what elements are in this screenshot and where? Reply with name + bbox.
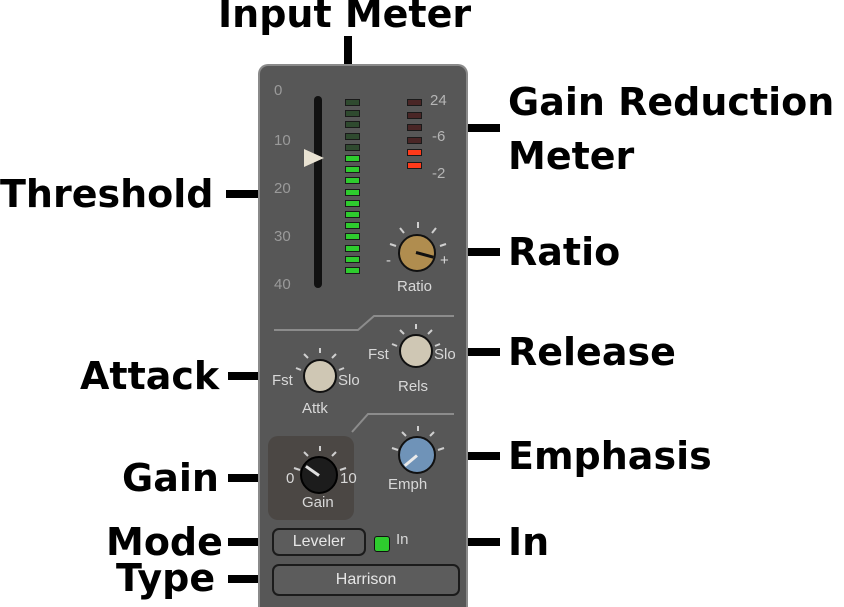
ratio-label: Ratio [397, 278, 433, 295]
section-divider-lower [351, 413, 454, 433]
attack-leader [228, 372, 278, 380]
mode-callout: Mode [106, 520, 223, 564]
gain-callout: Gain [122, 456, 219, 500]
threshold-handle[interactable] [304, 149, 324, 167]
input-meter-segment [345, 133, 360, 140]
input-meter-segment [345, 267, 360, 274]
ratio-knob-ticks [389, 222, 447, 247]
input-meter-segment [345, 256, 360, 263]
ratio-leader [452, 248, 500, 256]
gain-reduction-meter-callout-line2: Meter [508, 134, 635, 178]
in-label: In [396, 531, 409, 548]
ratio-min-label: - [386, 252, 391, 269]
gain-reduction-meter-segment [407, 149, 422, 156]
emphasis-label: Emph [388, 476, 428, 493]
input-meter-segment [345, 121, 360, 128]
emphasis-callout: Emphasis [508, 434, 712, 478]
gain-reduction-meter [406, 99, 424, 179]
gain-label: Gain [302, 494, 334, 511]
gain-reduction-meter-segment [407, 162, 422, 169]
threshold-scale-40: 40 [274, 276, 291, 293]
input-meter-segment [345, 200, 360, 207]
gain-reduction-meter-segment [407, 137, 422, 144]
gain-reduction-meter-segment [407, 124, 422, 131]
attack-min-label: Fst [272, 372, 293, 389]
gr-scale-24: 24 [430, 92, 447, 109]
input-meter-callout: Input Meter [218, 0, 472, 36]
threshold-scale-30: 30 [274, 228, 291, 245]
compressor-panel: 0 10 20 30 40 24 -6 -2 - + Ratio [258, 64, 468, 607]
emphasis-leader [444, 452, 500, 460]
mode-button[interactable]: Leveler [272, 528, 366, 556]
input-meter-leader [344, 36, 352, 82]
type-leader [228, 575, 268, 583]
in-led[interactable] [374, 536, 390, 552]
input-meter-segment [345, 245, 360, 252]
release-leader [462, 348, 500, 356]
input-meter-segment [345, 99, 360, 106]
gain-reduction-meter-segment [407, 112, 422, 119]
in-callout: In [508, 520, 550, 564]
threshold-leader [226, 190, 266, 198]
attack-label: Attk [302, 400, 328, 417]
input-meter-segment [345, 110, 360, 117]
gain-min-label: 0 [286, 470, 295, 487]
emphasis-knob-ticks [391, 426, 445, 451]
mode-leader [228, 538, 268, 546]
gr-scale-6: -6 [432, 128, 446, 145]
release-min-label: Fst [368, 346, 389, 363]
gain-knob-ticks [293, 446, 347, 471]
ratio-max-label: + [440, 252, 449, 269]
threshold-slider[interactable] [314, 96, 322, 288]
input-meter-segment [345, 189, 360, 196]
attack-knob-ticks [295, 348, 345, 371]
threshold-scale-20: 20 [274, 180, 291, 197]
attack-knob[interactable] [303, 359, 337, 393]
input-meter-segment [345, 211, 360, 218]
release-callout: Release [508, 330, 676, 374]
gain-reduction-meter-segment [407, 99, 422, 106]
release-max-label: Slo [434, 346, 456, 363]
gain-reduction-meter-callout: Gain Reduction [508, 80, 835, 124]
input-meter-segment [345, 166, 360, 173]
gr-scale-2: -2 [432, 165, 446, 182]
threshold-callout: Threshold [0, 172, 214, 216]
input-meter-segment [345, 177, 360, 184]
ratio-callout: Ratio [508, 230, 621, 274]
input-meter-segment [345, 222, 360, 229]
input-meter-segment [345, 144, 360, 151]
release-knob[interactable] [399, 334, 433, 368]
threshold-scale-0: 0 [274, 82, 283, 99]
release-label: Rels [398, 378, 429, 395]
gain-reduction-leader [460, 124, 500, 132]
type-button[interactable]: Harrison [272, 564, 460, 596]
release-knob-ticks [391, 324, 441, 347]
threshold-scale-10: 10 [274, 132, 291, 149]
section-divider [274, 315, 454, 331]
type-callout: Type [116, 556, 216, 600]
attack-callout: Attack [80, 354, 220, 398]
input-meter-segment [345, 233, 360, 240]
attack-max-label: Slo [338, 372, 360, 389]
input-meter-segment [345, 155, 360, 162]
gain-max-label: 10 [340, 470, 357, 487]
input-meter [344, 99, 362, 279]
